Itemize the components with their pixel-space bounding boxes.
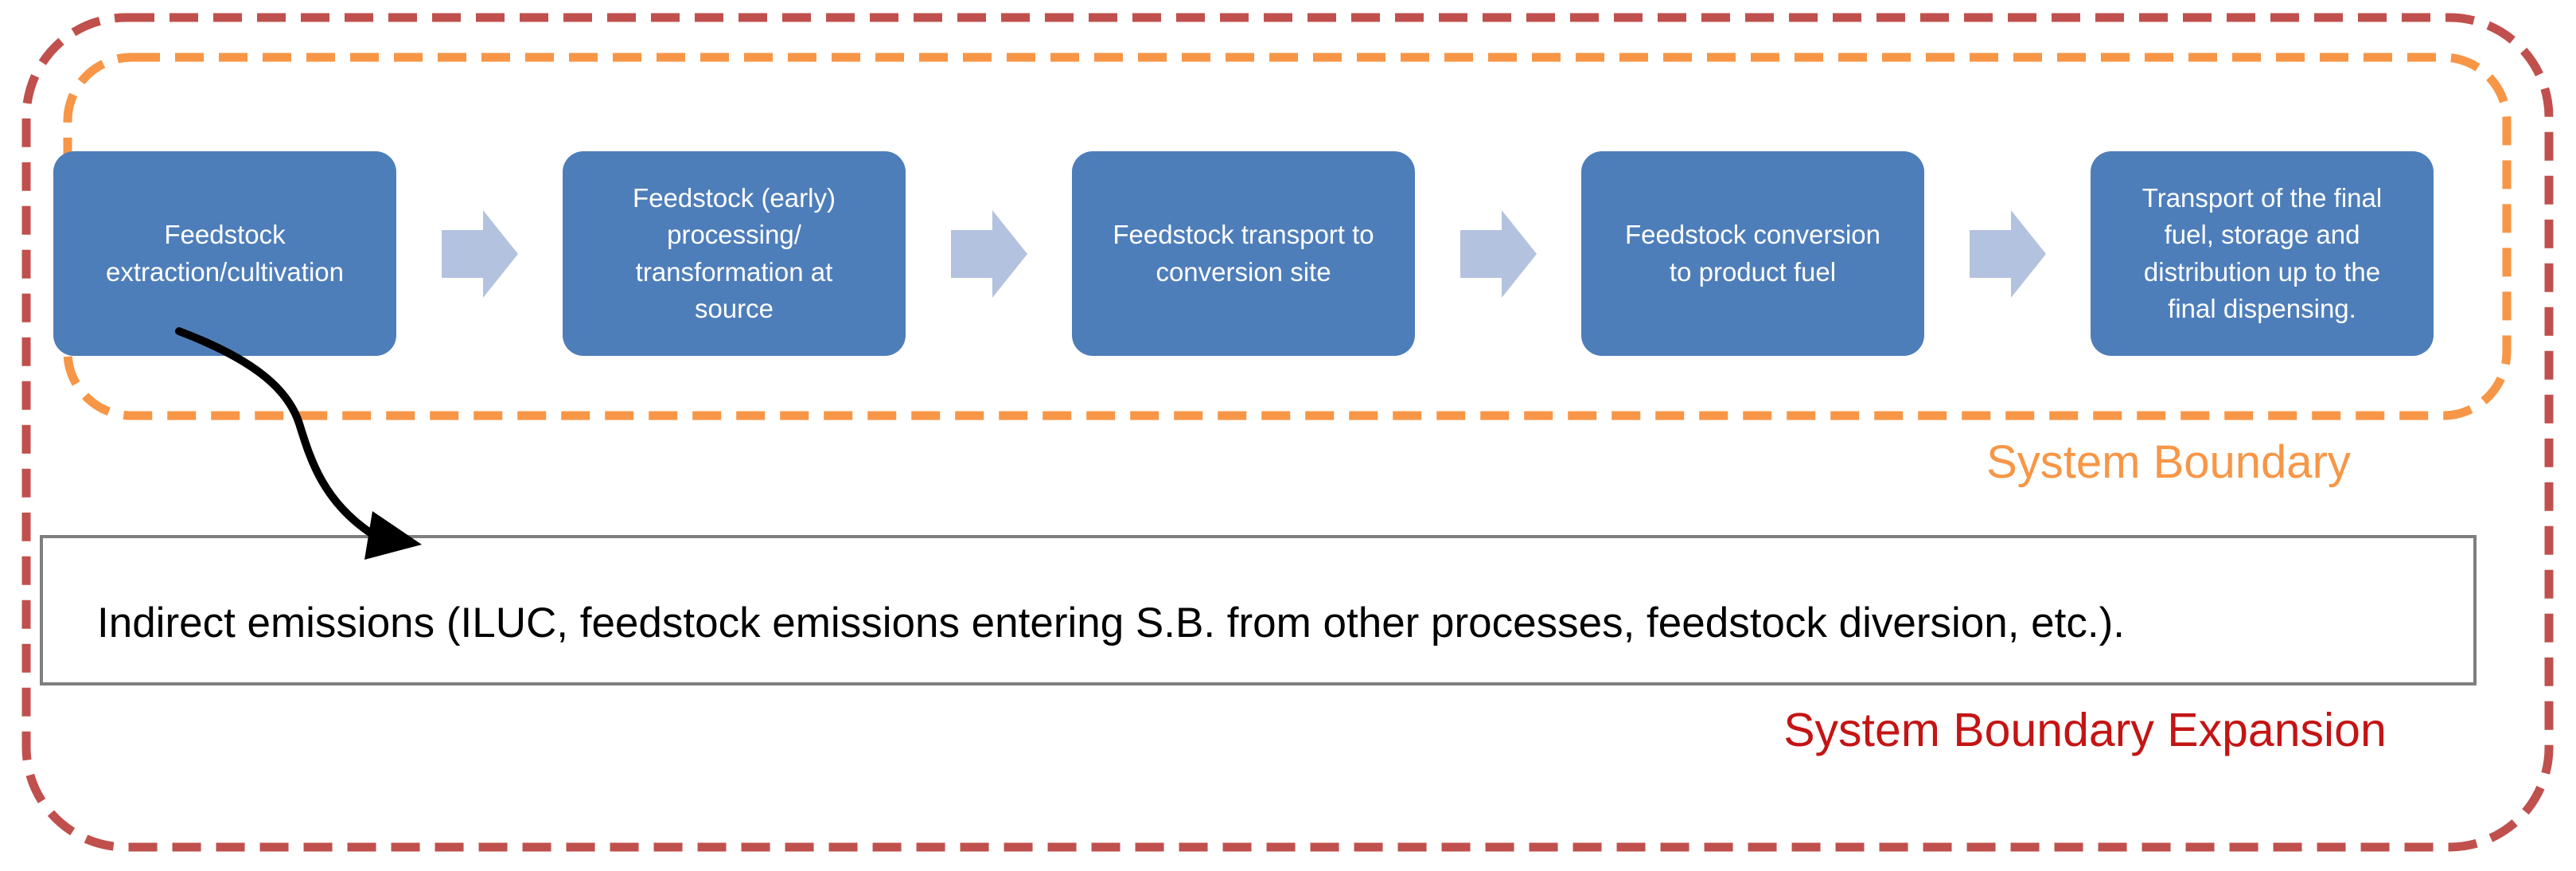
process-step-box: Feedstock extraction/cultivation (53, 151, 396, 356)
process-step-label: Feedstock extraction/cultivation (106, 220, 344, 287)
indirect-emissions-box: Indirect emissions (ILUC, feedstock emis… (40, 535, 2477, 685)
process-step-label: Transport of the final fuel, storage and… (2141, 183, 2383, 323)
process-step-label: Feedstock transport to conversion site (1113, 220, 1374, 287)
indirect-emissions-text: Indirect emissions (ILUC, feedstock emis… (97, 600, 2125, 646)
flow-arrow-icon (441, 209, 518, 298)
system-boundary-expansion-label: System Boundary Expansion (1783, 704, 2387, 756)
process-flow: Feedstock extraction/cultivation Feedsto… (53, 151, 2434, 356)
flow-arrow-icon (950, 209, 1027, 298)
process-step-label: Feedstock (early) processing/ transforma… (633, 183, 836, 323)
flow-arrow-icon (1969, 209, 2046, 298)
process-step-box: Feedstock (early) processing/ transforma… (563, 151, 906, 356)
process-step-label: Feedstock conversion to product fuel (1625, 220, 1880, 287)
process-step-box: Feedstock transport to conversion site (1072, 151, 1415, 356)
process-step-box: Feedstock conversion to product fuel (1581, 151, 1924, 356)
system-boundary-expansion-border (21, 13, 2554, 852)
process-step-box: Transport of the final fuel, storage and… (2091, 151, 2434, 356)
system-boundary-label: System Boundary (1986, 436, 2351, 488)
flow-arrow-icon (1459, 209, 1537, 298)
